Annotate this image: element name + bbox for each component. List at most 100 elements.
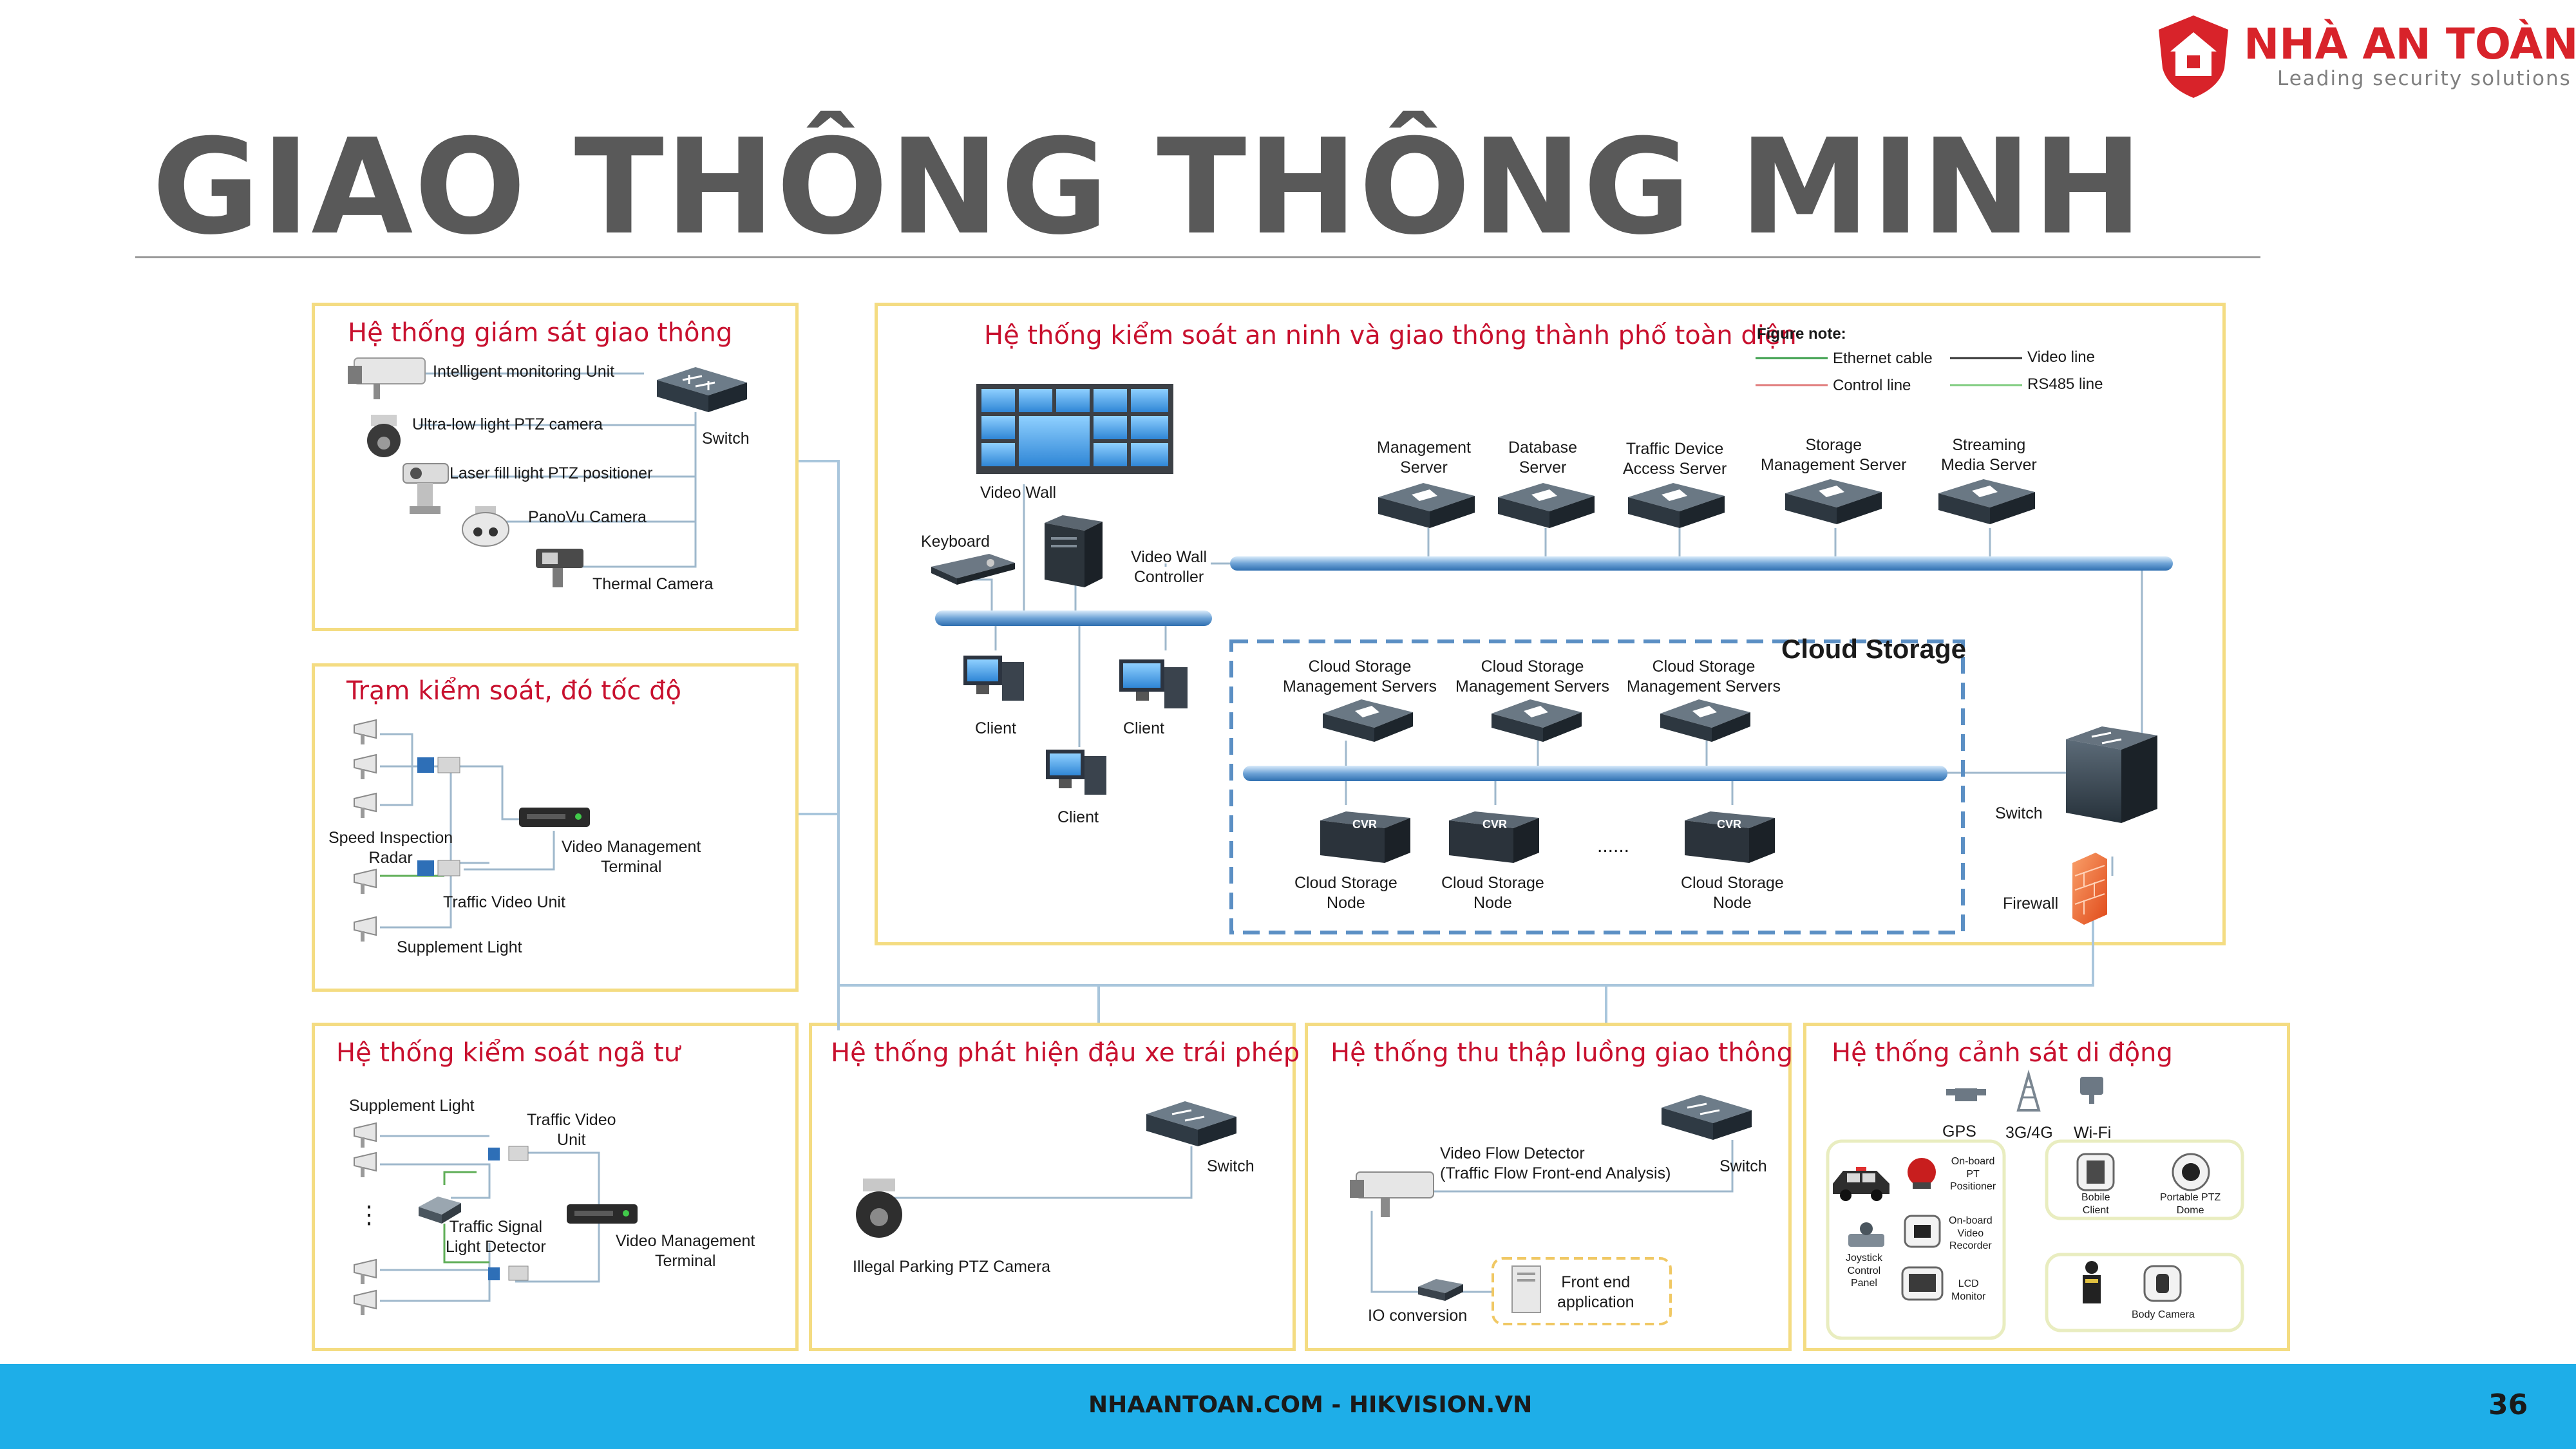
cloud-management-server-icon xyxy=(1323,699,1750,742)
cloud-mgmt-label: Cloud Storage Management Servers xyxy=(1455,658,1610,696)
cloud-mgmt-label: Cloud Storage Management Servers xyxy=(1627,658,1781,696)
intersection-title: Hệ thống kiểm soát ngã tư xyxy=(336,1038,681,1068)
switch-icon xyxy=(1146,1101,1236,1146)
legend-rs485: RS485 line xyxy=(2027,375,2103,393)
cvr-label: CVR xyxy=(1717,818,1742,831)
traffic-light-icon xyxy=(354,719,377,942)
switch-icon xyxy=(657,367,747,412)
cvr-node-icon xyxy=(1320,811,1775,863)
panel-intersection xyxy=(312,1023,799,1351)
speed-radar-label: Speed Inspection Radar xyxy=(328,829,453,867)
cvr-label: CVR xyxy=(1482,818,1508,831)
cloud-node-label: Cloud Storage Node xyxy=(1294,874,1397,912)
core-switch-label: Switch xyxy=(1995,804,2043,822)
video-wall-icon xyxy=(976,384,1173,474)
supplement-light-label: Supplement Light xyxy=(397,938,522,956)
client-network-bus xyxy=(935,611,1212,626)
traffic-video-unit-icon xyxy=(488,1146,529,1281)
title-divider xyxy=(135,256,2260,258)
io-conversion-label: IO conversion xyxy=(1368,1307,1468,1325)
body-camera-icon xyxy=(2143,1265,2182,1302)
police-car-icon xyxy=(1833,1167,1889,1201)
wifi-icon xyxy=(2080,1077,2103,1104)
traffic-video-unit-icon xyxy=(417,757,460,876)
firewall-icon xyxy=(2072,853,2107,925)
brand-name: NHÀ AN TOÀN xyxy=(2244,19,2576,69)
footer-bar xyxy=(0,1364,2576,1449)
supplement-light-label: Supplement Light xyxy=(349,1097,475,1115)
lcd-monitor-icon xyxy=(1901,1266,1944,1301)
speed-station-title: Trạm kiểm soát, đó tốc độ xyxy=(346,676,681,706)
device-label: Laser fill light PTZ positioner xyxy=(450,464,653,482)
video-management-terminal-icon xyxy=(519,808,590,827)
gps-icon xyxy=(1946,1088,1986,1101)
client-label: Client xyxy=(975,719,1016,737)
video-recorder-icon xyxy=(1904,1215,1941,1248)
parking-ptz-camera-icon xyxy=(856,1179,902,1238)
video-wall-controller-icon xyxy=(1045,515,1103,587)
traffic-monitoring-title: Hệ thống giám sát giao thông xyxy=(348,318,733,348)
city-system-title: Hệ thống kiểm soát an ninh và giao thông… xyxy=(984,321,1797,350)
switch-label: Switch xyxy=(1207,1157,1255,1175)
signal-detector-label: Traffic Signal Light Detector xyxy=(446,1218,546,1256)
video-wall-label: Video Wall xyxy=(980,484,1057,502)
device-label: Ultra-low light PTZ camera xyxy=(412,415,603,433)
cloud-node-label: Cloud Storage Node xyxy=(1681,874,1784,912)
server-label: Management Server xyxy=(1377,439,1471,477)
parking-title: Hệ thống phát hiện đậu xe trái phép xyxy=(831,1038,1300,1068)
mobile-client-label: Bobile Client xyxy=(2081,1192,2110,1216)
3g4g-label: 3G/4G xyxy=(2005,1124,2053,1142)
keyboard-icon xyxy=(931,554,1015,585)
video-management-terminal-icon xyxy=(567,1204,638,1224)
switch-icon xyxy=(1662,1095,1752,1140)
traffic-video-unit-label: Traffic Video Unit xyxy=(527,1111,616,1149)
intelligent-monitoring-unit-icon xyxy=(348,357,426,399)
shield-house-icon xyxy=(2159,15,2228,98)
footer-website: NHAANTOAN.COM - HIKVISION.VN xyxy=(1088,1392,1533,1418)
client-label: Client xyxy=(1057,808,1099,826)
server-label: Database Server xyxy=(1508,439,1578,477)
video-recorder-label: On-board Video Recorder xyxy=(1949,1215,1993,1252)
page-number: 36 xyxy=(2488,1388,2528,1421)
portable-ptz-dome-icon xyxy=(2172,1153,2210,1191)
police-officer-icon xyxy=(2083,1261,2101,1303)
monitoring-wiring xyxy=(406,372,697,568)
client-label: Client xyxy=(1123,719,1164,737)
server-label: Storage Management Server xyxy=(1761,436,1907,474)
traffic-video-unit-label: Traffic Video Unit xyxy=(443,893,565,911)
vehicle-zone xyxy=(1826,1139,2006,1340)
figure-note-title: Figure note: xyxy=(1757,325,1846,343)
keyboard-label: Keyboard xyxy=(921,533,990,551)
server-label: Streaming Media Server xyxy=(1941,436,2037,474)
server-tower-icon xyxy=(1511,1265,1541,1313)
panel-speed-station xyxy=(312,663,799,992)
body-camera-zone xyxy=(2045,1253,2244,1332)
thermal-camera-icon xyxy=(536,549,583,587)
cvr-label: CVR xyxy=(1352,818,1378,831)
ptz-camera-icon xyxy=(367,415,401,457)
flow-title: Hệ thống thu thập luồng giao thông xyxy=(1331,1038,1793,1068)
parking-camera-label: Illegal Parking PTZ Camera xyxy=(853,1258,1051,1276)
client-pc-icon xyxy=(963,656,1188,795)
server-icon xyxy=(1378,479,2035,528)
vmt-label: Video Management Terminal xyxy=(616,1232,755,1270)
mobile-title: Hệ thống cảnh sát di động xyxy=(1832,1038,2173,1068)
traffic-light-icon xyxy=(354,1122,377,1315)
front-end-application-zone xyxy=(1492,1257,1672,1325)
front-end-label: Front end application xyxy=(1557,1273,1634,1311)
cloud-storage-title: Cloud Storage xyxy=(1781,634,1967,664)
body-camera-label: Body Camera xyxy=(2132,1309,2195,1320)
core-switch-icon xyxy=(2066,726,2157,823)
pt-positioner-label: On-board PT Positioner xyxy=(1950,1156,1996,1193)
mobile-client-icon xyxy=(2076,1153,2115,1191)
cell-tower-icon xyxy=(2016,1069,2041,1112)
wifi-label: Wi-Fi xyxy=(2074,1124,2112,1142)
pt-positioner-icon xyxy=(1908,1158,1936,1189)
firewall-label: Firewall xyxy=(2003,895,2059,913)
io-conversion-icon xyxy=(1418,1279,1463,1301)
switch-label: Switch xyxy=(1719,1157,1767,1175)
portable-zone xyxy=(2045,1139,2244,1220)
cloud-storage-zone xyxy=(1229,639,1965,934)
legend-control: Control line xyxy=(1833,377,1911,394)
